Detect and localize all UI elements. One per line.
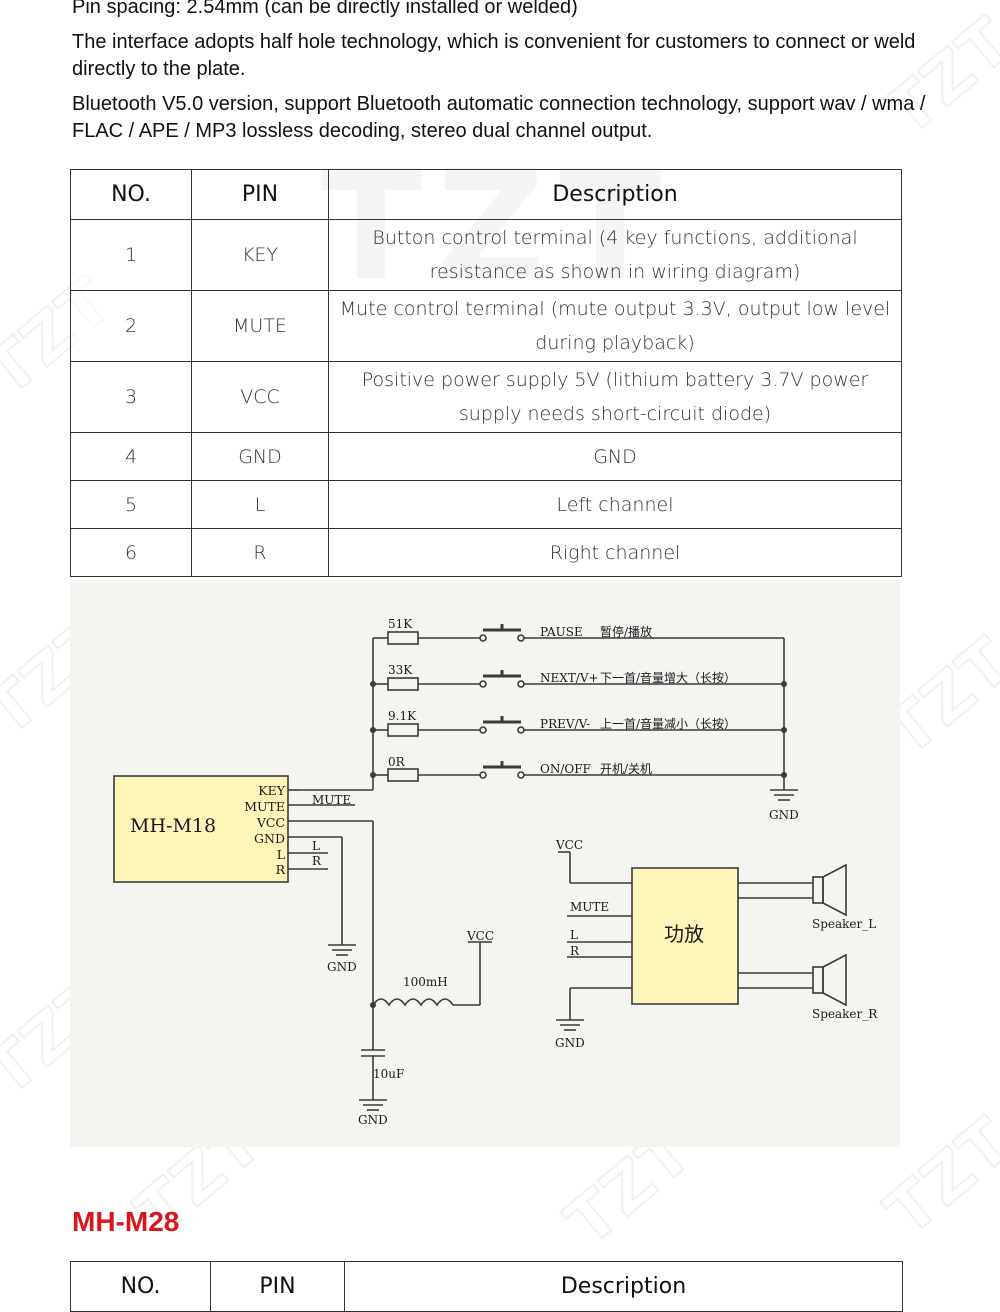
module-box (113, 775, 289, 883)
table-header-row: NO. PIN Description (70, 1261, 903, 1312)
capacitor-label: 10uF (373, 1067, 404, 1081)
header-description: Description (344, 1261, 903, 1312)
button-cn-next: 下一首/音量增大（长按） (600, 670, 736, 685)
cell-description: Right channel (328, 528, 902, 577)
gnd-label: GND (769, 808, 799, 822)
module-pin-key: KEY (258, 783, 285, 798)
header-no: NO. (70, 1261, 211, 1312)
module-pin-vcc: VCC (256, 815, 285, 830)
speaker-right-label: Speaker_R (812, 1007, 878, 1021)
gnd-label: GND (327, 960, 357, 974)
cell-description: Left channel (328, 480, 902, 529)
resistor-label: 51K (388, 617, 413, 631)
cell-pin: KEY (191, 219, 329, 291)
cell-no: 2 (70, 290, 192, 362)
cell-no: 5 (70, 480, 192, 529)
amp-input-l: L (570, 928, 578, 942)
module-pin-r: R (276, 862, 286, 877)
cell-description: Positive power supply 5V (lithium batter… (328, 361, 902, 433)
table-header-row: NO. PIN Description (70, 169, 902, 220)
resistor-label: 0R (388, 755, 406, 769)
cell-pin: MUTE (191, 290, 329, 362)
cell-pin: R (191, 528, 329, 577)
button-label-prev: PREV/V- (540, 717, 590, 731)
module-name: MH-M18 (130, 815, 216, 837)
table-row: 2 MUTE Mute control terminal (mute outpu… (70, 290, 902, 362)
wire-label-r: R (312, 854, 322, 868)
gnd-label: GND (358, 1113, 388, 1127)
table-row: 5 L Left channel (70, 480, 902, 529)
vcc-label: VCC (466, 929, 494, 943)
cell-description: Button control terminal (4 key functions… (328, 219, 902, 291)
header-pin: PIN (191, 169, 329, 220)
wire-label-l: L (312, 839, 320, 853)
pin-table-mh-m18: NO. PIN Description 1 KEY Button control… (70, 169, 902, 577)
button-label-pause: PAUSE (540, 625, 583, 639)
intro-bluetooth: Bluetooth V5.0 version, support Bluetoot… (72, 93, 926, 142)
button-cn-prev: 上一首/音量减小（长按） (600, 716, 736, 731)
amp-input-r: R (570, 944, 580, 958)
cell-pin: L (191, 480, 329, 529)
header-no: NO. (70, 169, 192, 220)
table-row: 6 R Right channel (70, 528, 902, 577)
wiring-diagram: MH-M18 KEY MUTE VCC GND L R MUTE L R 51K… (70, 580, 900, 1147)
vcc-label: VCC (555, 838, 583, 852)
cell-pin: VCC (191, 361, 329, 433)
amp-input-mute: MUTE (570, 900, 609, 914)
cell-no: 6 (70, 528, 192, 577)
pin-table-mh-m28: NO. PIN Description (70, 1261, 903, 1312)
cell-description: Mute control terminal (mute output 3.3V,… (328, 290, 902, 362)
cell-no: 1 (70, 219, 192, 291)
cell-pin: GND (191, 432, 329, 481)
table-row: 1 KEY Button control terminal (4 key fun… (70, 219, 902, 291)
button-cn-pause: 暂停/播放 (600, 624, 652, 639)
intro-interface: The interface adopts half hole technolog… (72, 31, 916, 80)
module-pin-mute: MUTE (244, 799, 285, 814)
speaker-left-label: Speaker_L (812, 917, 876, 931)
section-title-mh-m28: MH-M28 (72, 1206, 180, 1237)
wiring-diagram-svg: MH-M18 KEY MUTE VCC GND L R MUTE L R 51K… (113, 617, 878, 1127)
button-label-onoff: ON/OFF (540, 762, 591, 776)
cell-no: 4 (70, 432, 192, 481)
resistor-label: 9.1K (388, 709, 417, 723)
wire-label-mute: MUTE (312, 793, 351, 807)
header-description: Description (328, 169, 902, 220)
cell-description: GND (328, 432, 902, 481)
module-pin-l: L (277, 847, 285, 862)
button-label-next: NEXT/V+ (540, 671, 599, 685)
gnd-label: GND (555, 1036, 585, 1050)
intro-text: Pin spacing: 2.54mm (can be directly ins… (72, 0, 952, 153)
header-pin: PIN (210, 1261, 345, 1312)
amplifier-label: 功放 (664, 922, 704, 946)
table-row: 3 VCC Positive power supply 5V (lithium … (70, 361, 902, 433)
button-cn-onoff: 开机/关机 (600, 762, 652, 776)
cell-no: 3 (70, 361, 192, 433)
module-pin-gnd: GND (254, 831, 285, 846)
table-row: 4 GND GND (70, 432, 902, 481)
intro-pin-spacing: Pin spacing: 2.54mm (can be directly ins… (72, 0, 578, 18)
amplifier-box (631, 867, 739, 1005)
inductor-label: 100mH (403, 975, 448, 989)
resistor-label: 33K (388, 663, 413, 677)
